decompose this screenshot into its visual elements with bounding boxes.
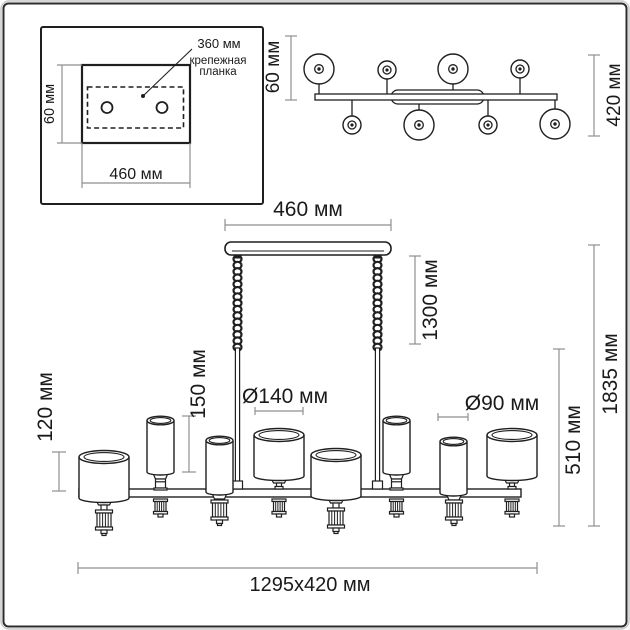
dim-body-510: 510 мм: [553, 348, 585, 527]
finial-big: [210, 499, 229, 527]
lamp-circle: [437, 53, 469, 85]
dim-chain-1300-label: 1300 мм: [419, 259, 442, 340]
dim-total-1835-label: 1835 мм: [599, 333, 622, 414]
lamp-circle: [377, 60, 397, 80]
shade-wide-8: [486, 427, 538, 482]
mounting-bracket-dashed: [86, 86, 185, 129]
leader-dot: [141, 94, 145, 98]
mount-hole-right: [155, 101, 169, 114]
top-view: 60 мм 420 мм: [263, 35, 625, 141]
rod-foot-left: [231, 480, 244, 490]
dim-total-1835: 1835 мм: [588, 244, 622, 527]
shade-wide-1: [78, 449, 130, 504]
finial-small: [388, 498, 405, 518]
dim-shade-150: 150 мм: [182, 349, 210, 473]
lamp-circle: [303, 53, 335, 85]
dim-shade-120-label: 120 мм: [34, 372, 57, 442]
finial-small: [271, 498, 287, 518]
mounting-plate-inset: 360 мм крепежная планка 60 мм 460 мм: [40, 26, 264, 205]
top-view-dim-60-label: 60 мм: [263, 41, 284, 94]
dim-canopy-460: 460 мм: [224, 198, 392, 231]
canopy-foot-right: [373, 255, 382, 259]
lamp-circle: [539, 108, 571, 140]
dim-chain-1300: 1300 мм: [409, 255, 442, 345]
lamp-circle: [342, 115, 362, 135]
top-view-dim-420: 420 мм: [588, 54, 625, 137]
shade-narrow-2: [146, 415, 175, 476]
finial-small: [152, 498, 169, 518]
finial-big: [94, 509, 114, 537]
dim-canopy-460-label: 460 мм: [273, 198, 343, 221]
lamp-circle: [510, 59, 530, 79]
finial-big: [444, 499, 464, 527]
shade-narrow-3: [205, 435, 234, 496]
dim-diameter-140: Ø140 мм: [242, 385, 328, 415]
dim-body-510-label: 510 мм: [562, 405, 585, 475]
shade-narrow-7: [439, 436, 468, 497]
chain-left: [232, 254, 243, 352]
top-view-dim-420-label: 420 мм: [604, 63, 625, 126]
dim-shade-150-label: 150 мм: [187, 349, 210, 419]
chain-right: [372, 254, 383, 352]
inset-dim-460: 460 мм: [81, 143, 191, 188]
plate-label-line1: крепежная: [190, 55, 247, 67]
finial-big: [326, 507, 346, 535]
lamp-circle: [478, 115, 498, 135]
top-view-dim-60: 60 мм: [263, 35, 297, 101]
rod-foot-right: [371, 480, 384, 490]
dim-overall-label: 1295x420 мм: [250, 574, 371, 596]
leader-line: [142, 48, 193, 97]
inset-dim-60: 60 мм: [42, 64, 82, 144]
rod-right: [374, 347, 381, 490]
inset-dim-460-label: 460 мм: [109, 166, 162, 183]
lamp-circle: [403, 109, 435, 141]
canopy-foot-left: [233, 255, 242, 259]
dim-diameter-140-label: Ø140 мм: [242, 385, 328, 408]
canopy-front-view: [224, 241, 392, 256]
dim-diameter-90-label: Ø90 мм: [465, 392, 539, 415]
mount-hole-left: [100, 101, 114, 114]
bar-top-view: [314, 93, 558, 101]
plate-label-line2: планка: [199, 66, 237, 78]
shade-wide-5: [310, 447, 362, 502]
dim-shade-120: 120 мм: [34, 372, 66, 492]
inset-dim-360-label: 360 мм: [197, 36, 240, 51]
mounting-plate: [80, 63, 192, 145]
shade-narrow-6: [382, 415, 411, 476]
finial-small: [504, 498, 520, 518]
inset-dim-60-label: 60 мм: [42, 84, 58, 124]
dim-diameter-90: Ø90 мм: [437, 392, 539, 421]
rod-left: [234, 347, 241, 490]
dim-overall-1295x420: 1295x420 мм: [77, 562, 538, 596]
shade-wide-4: [253, 427, 305, 482]
front-view: 460 мм 1300 мм 120 мм 150 мм Ø140 мм: [34, 198, 622, 596]
